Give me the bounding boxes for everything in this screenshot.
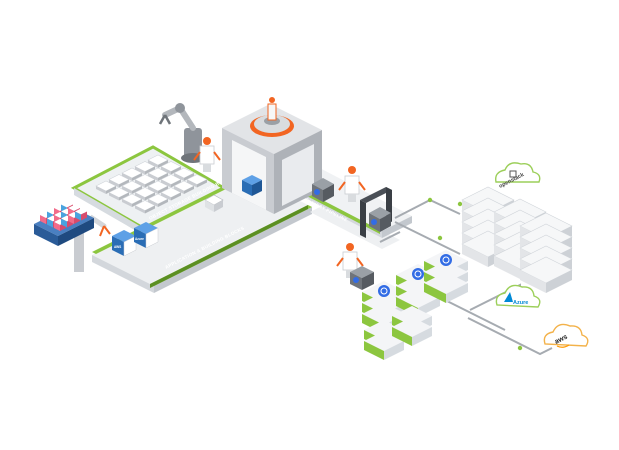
tile-left	[161, 192, 171, 201]
deploy-gate-machine	[360, 187, 392, 238]
k8s-server-left	[424, 283, 446, 303]
tile-left	[122, 186, 132, 194]
tile-right	[184, 186, 194, 194]
tile-left	[148, 160, 158, 168]
k8s-server	[424, 272, 468, 303]
k8s-server-front	[392, 317, 432, 346]
k8s-server-front-right	[384, 341, 404, 360]
k8s-server-front-right	[412, 327, 432, 346]
tile-left	[187, 179, 197, 188]
tile-right	[132, 186, 142, 194]
robot-arm-icon	[267, 97, 277, 121]
tile-right	[119, 192, 129, 201]
application-block-stack	[34, 201, 94, 246]
tile-left	[161, 166, 171, 175]
tile-right	[171, 179, 181, 188]
server-rack-icon	[461, 186, 573, 293]
k8s-server-front-left	[364, 341, 384, 360]
kubernetes-wheel	[414, 270, 422, 278]
tile-left	[148, 173, 158, 181]
k8s-server-right	[446, 283, 468, 303]
aws-cloud: aws	[543, 323, 589, 348]
tile-right	[197, 179, 207, 188]
container-box-icon	[312, 178, 334, 202]
tile-left	[122, 199, 132, 207]
tile-right	[106, 186, 116, 194]
kubernetes-icon	[412, 268, 424, 280]
tile-left	[135, 192, 145, 201]
server-rack-left	[520, 270, 546, 293]
tile-right	[132, 173, 142, 181]
tile-right	[145, 192, 155, 201]
colored-block-left	[75, 211, 81, 221]
tile-right	[145, 166, 155, 175]
colored-block-left	[61, 218, 67, 228]
azure-label: Azure	[513, 300, 528, 306]
tile-right	[158, 160, 168, 168]
tile-right	[184, 173, 194, 181]
colored-block-right	[81, 211, 87, 221]
tile-left	[109, 192, 119, 201]
colored-block-left	[68, 215, 74, 224]
server-rack-right	[546, 270, 572, 293]
azure-cloud: Azure	[495, 284, 541, 308]
azure-package: Azure	[134, 222, 159, 249]
tile-right	[119, 179, 129, 188]
colored-blocks	[40, 201, 87, 231]
azure-package-label: Azure	[135, 237, 144, 241]
tile-left	[174, 173, 184, 181]
kubernetes-wheel	[380, 287, 388, 295]
tile-left	[161, 179, 171, 188]
tile-right	[158, 186, 168, 194]
colored-block	[75, 208, 87, 221]
openstack-cloud: openstack	[495, 162, 541, 190]
tile-left	[148, 199, 158, 207]
k8s-server-front-left	[392, 327, 412, 346]
gray-package-1	[204, 194, 224, 212]
kubernetes-wheel	[442, 256, 450, 264]
tile	[160, 161, 182, 175]
tile	[186, 174, 208, 188]
tile-right	[145, 179, 155, 188]
tile-left	[135, 179, 145, 188]
tile	[173, 167, 195, 181]
blue-stack-package	[242, 175, 262, 196]
tile-right	[145, 205, 155, 214]
tile-left	[96, 186, 106, 194]
tile-left	[135, 166, 145, 175]
robot-arm-large	[158, 103, 205, 163]
tile-right	[132, 199, 142, 207]
aws-package-label: AWS	[114, 245, 121, 249]
tile-right	[158, 199, 168, 207]
colored-block-left	[54, 222, 60, 231]
robot-worker-2	[338, 166, 366, 202]
robot-worker-1	[193, 137, 221, 172]
kubernetes-cluster	[362, 250, 468, 360]
tile-left	[148, 186, 158, 194]
tile-right	[171, 192, 181, 201]
tile-right	[158, 173, 168, 181]
tile-right	[171, 166, 181, 175]
server-rack-left	[494, 256, 520, 279]
tile-left	[135, 205, 145, 214]
server-rack-left	[462, 244, 488, 267]
tile-left	[122, 173, 132, 181]
tile-left	[109, 179, 119, 188]
building-block-tiles	[95, 154, 208, 214]
tile	[147, 154, 169, 168]
container-box-lower	[350, 266, 374, 290]
aws-package: AWS	[112, 230, 137, 257]
colored-block-left	[47, 218, 53, 228]
building-block-platform	[70, 145, 228, 236]
kubernetes-icon	[378, 285, 390, 297]
kubernetes-icon	[440, 254, 452, 266]
colored-block-left	[40, 215, 46, 224]
server-rack	[519, 256, 573, 293]
central-build-machine	[222, 97, 322, 214]
tile-left	[174, 186, 184, 194]
